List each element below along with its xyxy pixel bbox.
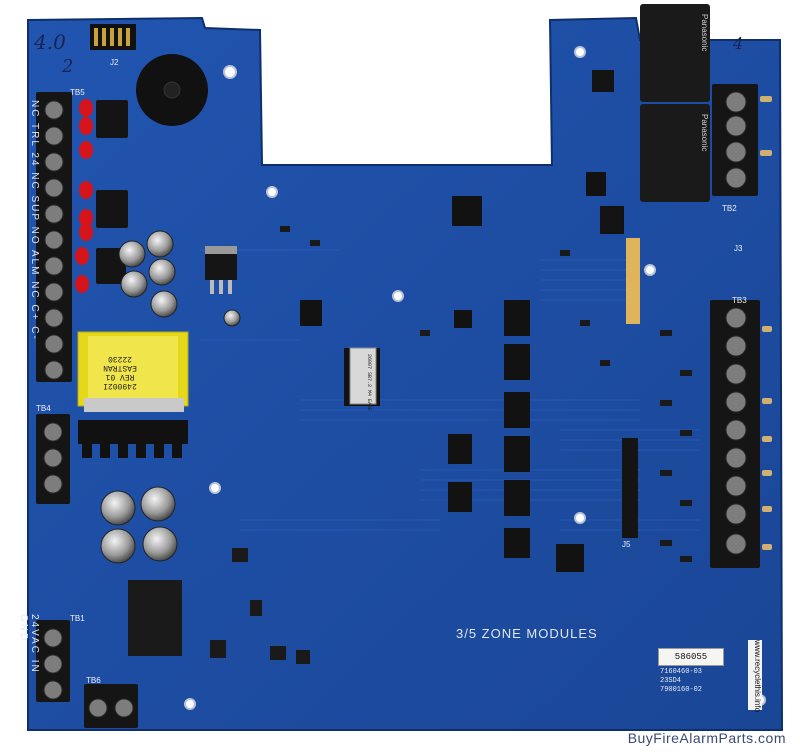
electrolytic-capacitors-upper bbox=[118, 230, 241, 327]
label-j2: J2 bbox=[110, 58, 119, 67]
terminal-block-tb6 bbox=[84, 684, 138, 728]
handwriting-mark-right: 4 bbox=[733, 34, 744, 53]
label-tb3: TB3 bbox=[732, 296, 747, 305]
terminal-block-tb1 bbox=[36, 620, 70, 702]
left-silkscreen-labels: NC TRL 24 NC SUP NO ALM NC C+ C- bbox=[29, 100, 40, 341]
label-tb5: TB5 bbox=[70, 88, 85, 97]
label-tb4: TB4 bbox=[36, 404, 51, 413]
label-j5: J5 bbox=[622, 540, 631, 549]
smd-components bbox=[210, 226, 692, 664]
crystal-markings: 26007 SB7.2 M4 EASE bbox=[366, 354, 372, 412]
relay-brand-1: Panasonic bbox=[700, 14, 709, 52]
terminal-block-tb5 bbox=[36, 92, 72, 382]
transformer-markings: 249002I REV 01 EASTRAN 22230 bbox=[103, 354, 137, 390]
relay-brand-2: Panasonic bbox=[700, 114, 709, 152]
zone-modules-label: 3/5 ZONE MODULES bbox=[456, 626, 598, 641]
voltage-regulator bbox=[205, 246, 237, 294]
left-silkscreen-bottom: 24VAC IN GND bbox=[18, 614, 40, 674]
electrolytic-capacitors-lower bbox=[100, 486, 178, 564]
serial-sticker: 586055 bbox=[658, 648, 724, 666]
handwriting-mark: 2 bbox=[62, 56, 74, 77]
ribbon-connectors bbox=[622, 238, 640, 538]
resistors-right bbox=[760, 96, 772, 550]
recycle-url: www.recyclethis.info bbox=[748, 640, 762, 712]
part-numbers: 7160460-03 23SD4 7900160-02 bbox=[660, 668, 703, 694]
label-j3: J3 bbox=[734, 244, 743, 253]
terminal-block-tb3 bbox=[710, 300, 760, 568]
crystal-oscillator bbox=[349, 347, 377, 405]
small-relays-left bbox=[96, 100, 128, 284]
lower-relay bbox=[128, 580, 182, 656]
terminal-block-tb2 bbox=[712, 84, 758, 196]
label-tb2: TB2 bbox=[722, 204, 737, 213]
red-leds bbox=[75, 99, 93, 293]
label-tb6: TB6 bbox=[86, 676, 101, 685]
label-tb1: TB1 bbox=[70, 614, 85, 623]
terminal-block-tb4 bbox=[36, 414, 70, 504]
handwriting-version: 4.0 bbox=[34, 30, 66, 54]
panasonic-relays bbox=[640, 4, 710, 202]
transformer bbox=[77, 331, 189, 412]
heatsink bbox=[78, 420, 188, 458]
transistors bbox=[592, 70, 622, 232]
watermark: BuyFireAlarmParts.com bbox=[627, 730, 786, 746]
